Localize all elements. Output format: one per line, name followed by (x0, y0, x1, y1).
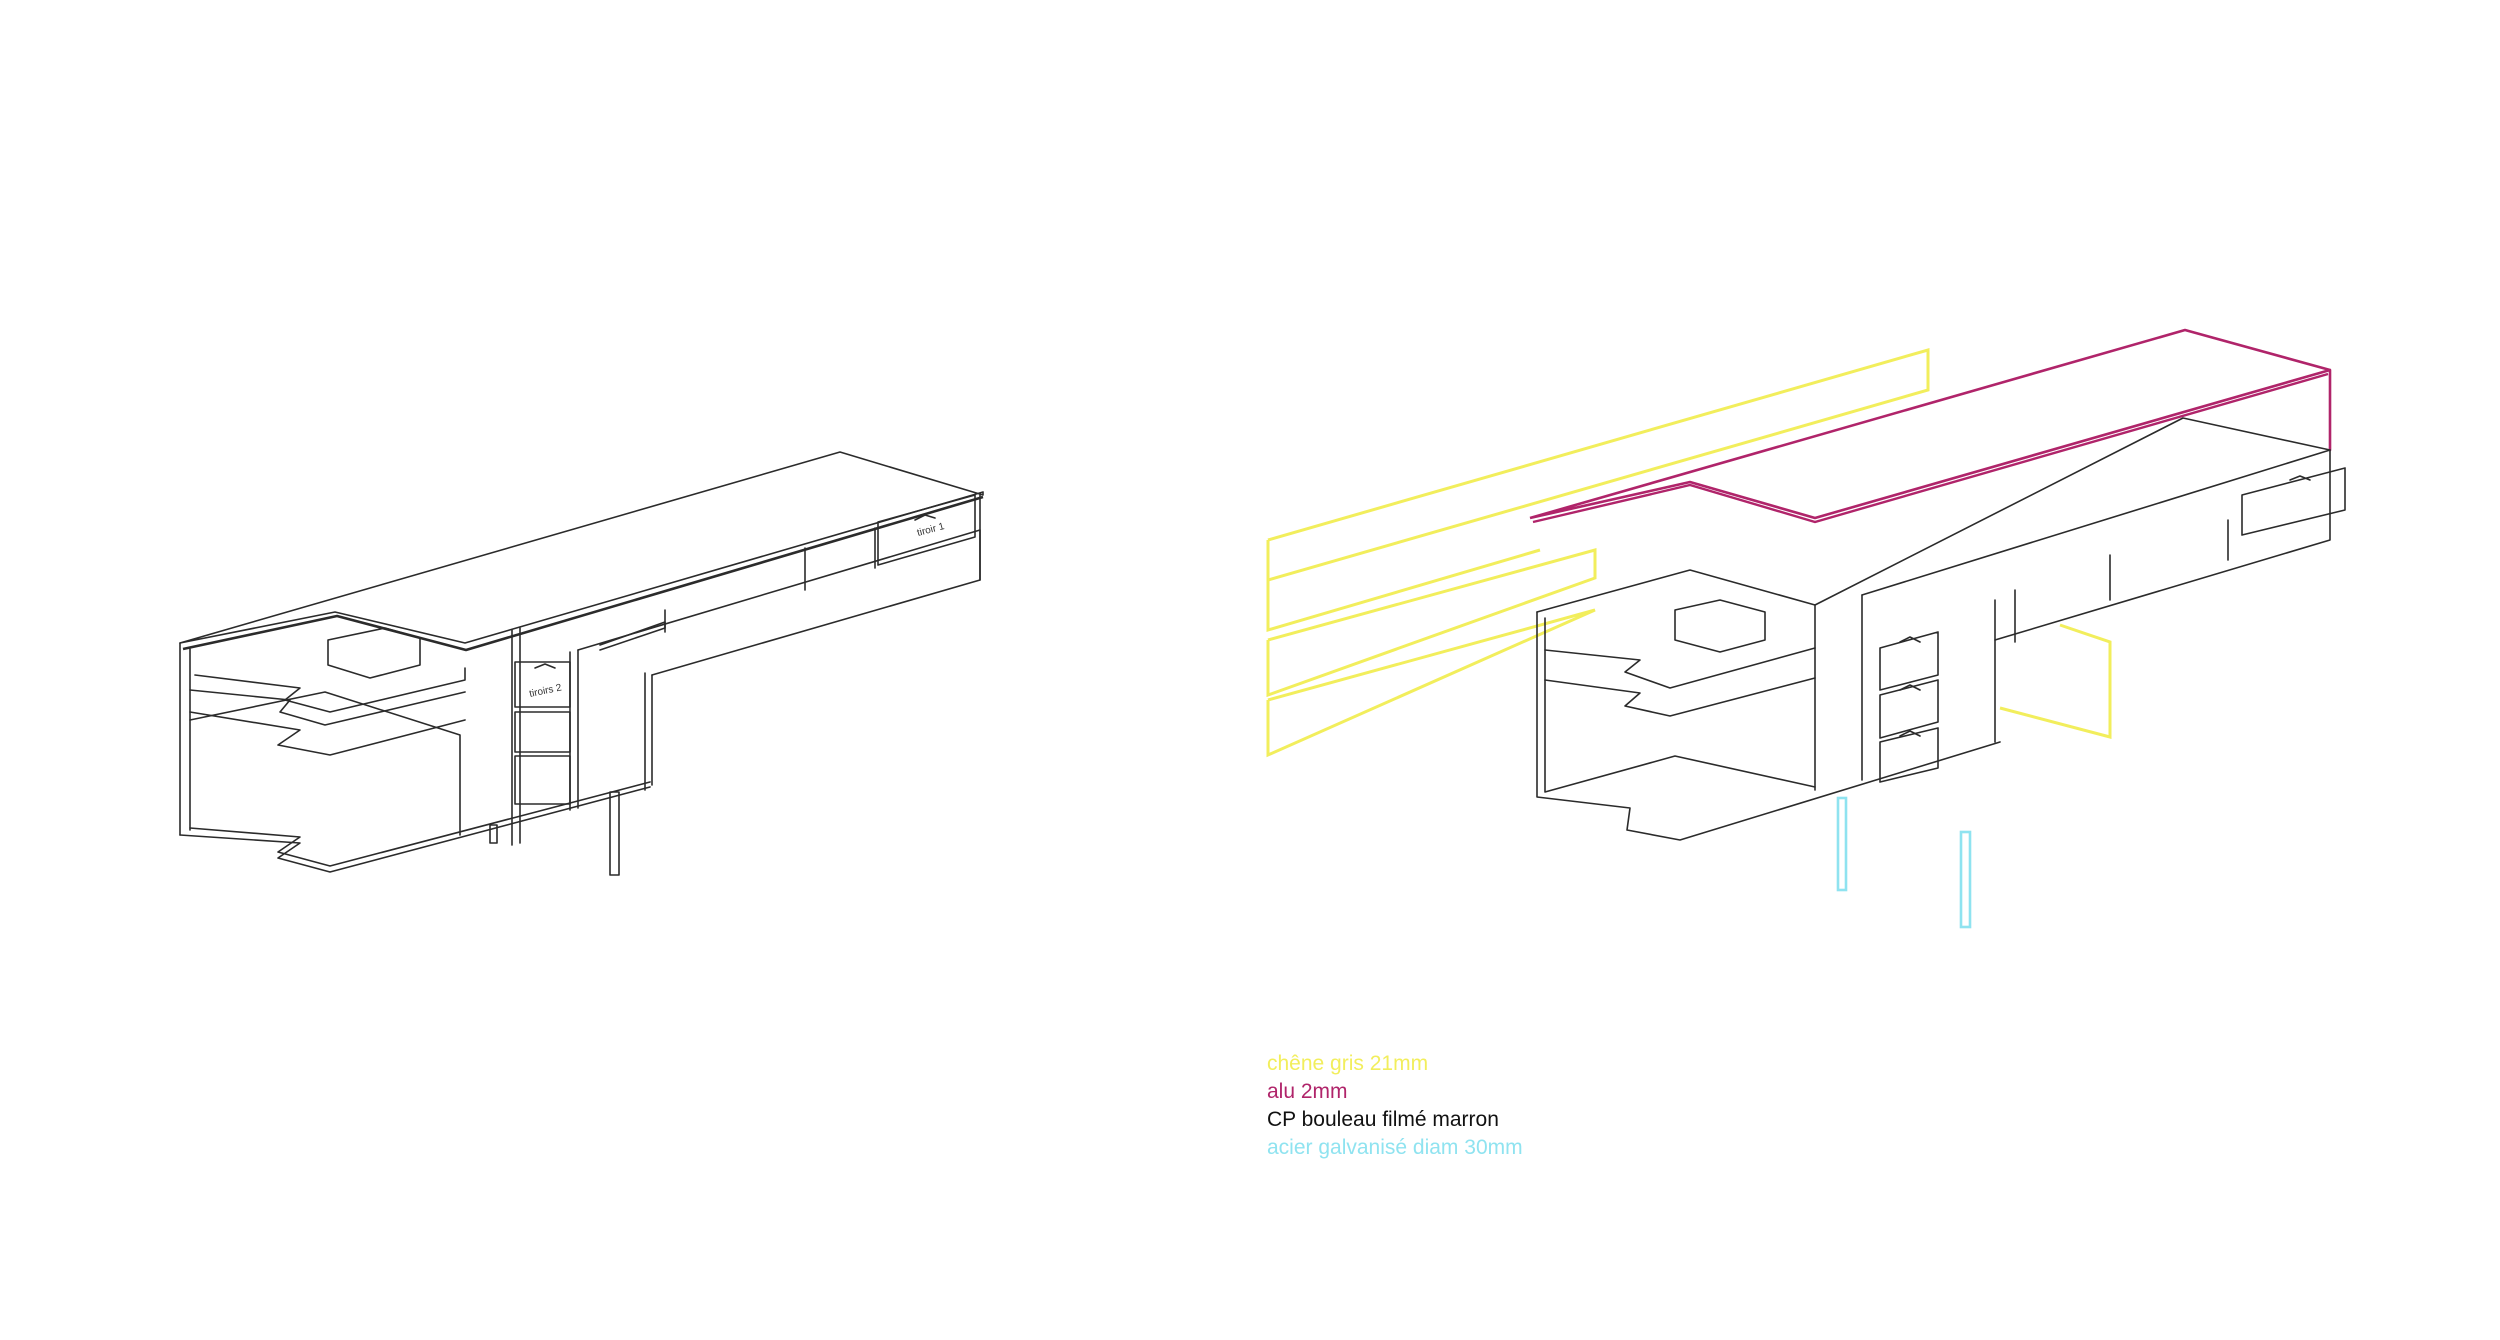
material-legend: chêne gris 21mm alu 2mm CP bouleau filmé… (1267, 1050, 1523, 1162)
exploded-drawer-1 (2241, 467, 2346, 536)
shelf-divider (599, 621, 666, 651)
drawer-2b (514, 711, 571, 753)
steel-leg-right (1959, 830, 1972, 929)
top-surface-front-edge (182, 495, 984, 652)
carcass-top (1536, 417, 2331, 613)
bottom-board (179, 786, 651, 873)
exploded-drawer-handle-a (1899, 636, 1921, 643)
drawer-1-label: tiroir 1 (916, 521, 946, 539)
drawer-1 (877, 494, 976, 566)
shelf-top (194, 667, 466, 713)
exploded-drawer-handle-c (1899, 730, 1921, 737)
shelf-middle (189, 689, 466, 726)
drawer-1-handle (914, 514, 936, 521)
oak-panel-mid (1266, 548, 1597, 698)
top-cutout (327, 627, 421, 679)
carcass-back (1544, 617, 1816, 793)
carcass-cutout (1674, 599, 1766, 653)
exploded-drawer-2a (1879, 631, 1939, 691)
drawer-2-label: tiroirs 2 (528, 682, 563, 700)
legend-item-alu: alu 2mm (1267, 1080, 1348, 1103)
exploded-drawer-2c (1879, 727, 1939, 783)
legend-item-steel: acier galvanisé diam 30mm (1267, 1136, 1523, 1159)
carcass-shelf-1 (1544, 647, 1816, 689)
exploded-drawer-2b (1879, 679, 1939, 739)
alu-top-fold (1532, 372, 2329, 524)
oak-panel-right (1999, 623, 2112, 739)
leg-left (489, 824, 498, 844)
oak-panels (1266, 348, 2112, 758)
steel-legs (1836, 796, 1972, 929)
carcass-bottom (1536, 611, 2001, 841)
top-surface-outline (179, 451, 984, 644)
carcass-shelf-2 (1544, 677, 1816, 717)
shelf-lower (189, 711, 466, 756)
drawer-2a (514, 661, 571, 708)
drawer-2-handle (534, 663, 556, 669)
oak-back-panel-top (1267, 348, 1930, 582)
steel-leg-left (1836, 796, 1848, 892)
legend-item-oak: chêne gris 21mm (1267, 1052, 1429, 1075)
drawer-2c (514, 755, 571, 805)
carcass-right-block (1861, 449, 2331, 641)
back-panel-lines (189, 691, 461, 836)
plywood-carcass (1536, 417, 2346, 841)
bottom-board-top (189, 781, 651, 867)
legend-item-plywood: CP bouleau filmé marron (1267, 1108, 1499, 1131)
alu-top-sheet (1529, 328, 2332, 520)
exploded-furniture-drawing (1266, 328, 2346, 929)
leg-right (609, 791, 620, 876)
exploded-drawer-1-handle (2289, 475, 2311, 481)
oak-panel-low (1266, 608, 1596, 758)
exploded-drawer-handle-b (1899, 684, 1921, 691)
oak-back-panel-side (1266, 540, 1541, 633)
assembled-furniture-drawing: tiroir 1 tiroirs 2 (179, 451, 984, 876)
